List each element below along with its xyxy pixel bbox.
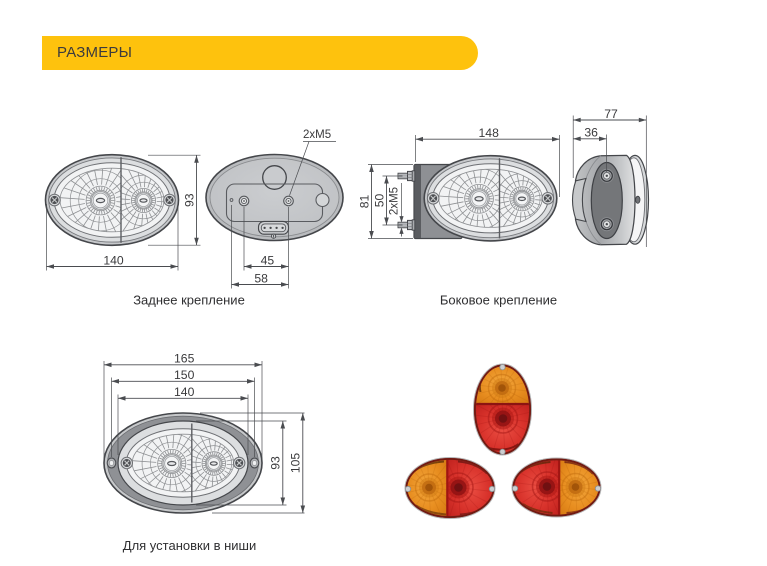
svg-text:81: 81 [357, 195, 371, 209]
svg-text:165: 165 [174, 352, 195, 366]
svg-text:Для установки в ниши: Для установки в ниши [123, 538, 256, 553]
svg-text:150: 150 [174, 368, 195, 382]
svg-text:36: 36 [584, 126, 598, 140]
svg-text:2xM5: 2xM5 [303, 129, 331, 141]
svg-text:РАЗМЕРЫ: РАЗМЕРЫ [57, 44, 132, 61]
svg-text:148: 148 [479, 126, 500, 140]
svg-text:93: 93 [269, 456, 283, 470]
svg-text:Заднее крепление: Заднее крепление [133, 293, 245, 308]
svg-text:2xM5: 2xM5 [389, 187, 401, 215]
svg-text:58: 58 [254, 271, 268, 285]
svg-text:77: 77 [604, 107, 618, 121]
svg-text:93: 93 [182, 193, 196, 207]
svg-text:105: 105 [289, 453, 303, 474]
svg-text:45: 45 [261, 253, 275, 267]
svg-text:140: 140 [103, 253, 124, 267]
svg-text:50: 50 [372, 194, 386, 208]
svg-text:Боковое крепление: Боковое крепление [440, 293, 557, 308]
svg-text:140: 140 [174, 385, 195, 399]
